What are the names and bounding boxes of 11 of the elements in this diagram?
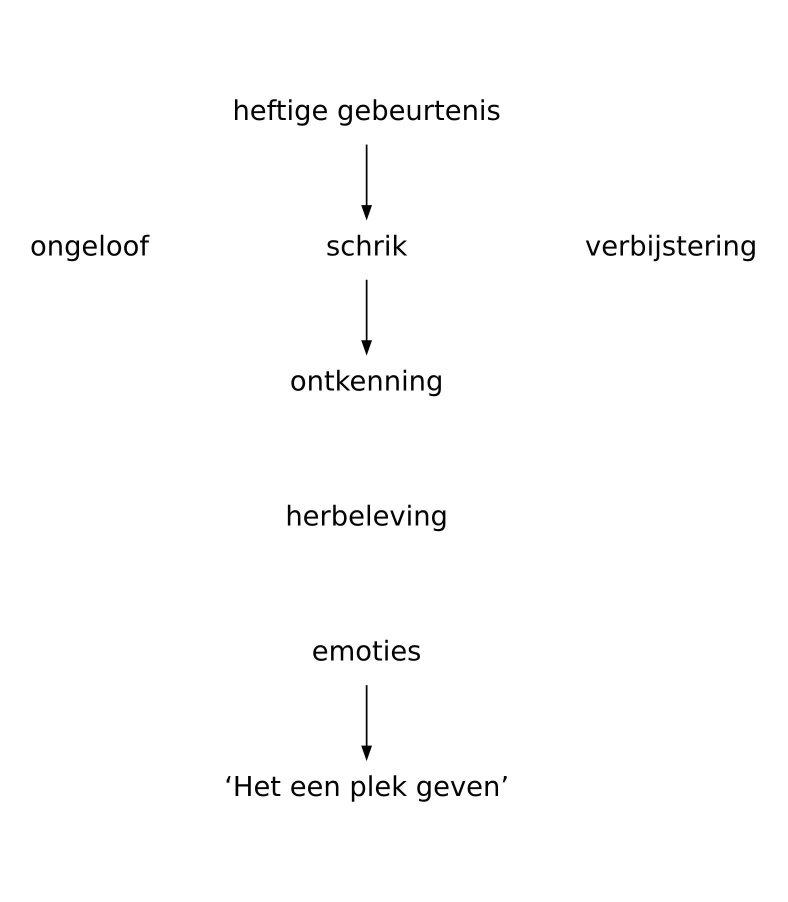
label: ongeloof [30, 230, 149, 262]
node-text: emoties [312, 636, 422, 668]
node-text: heftige gebeurtenis [232, 96, 501, 127]
arrow [361, 279, 372, 356]
label: verbijstering [585, 230, 758, 262]
label: herbeleving [285, 501, 448, 532]
node-text: schrik [326, 230, 408, 262]
arrow [361, 684, 372, 761]
node-text: ‘Het een plek geven’ [224, 771, 510, 802]
node-text: ontkenning [290, 366, 444, 397]
arrow [361, 144, 372, 220]
